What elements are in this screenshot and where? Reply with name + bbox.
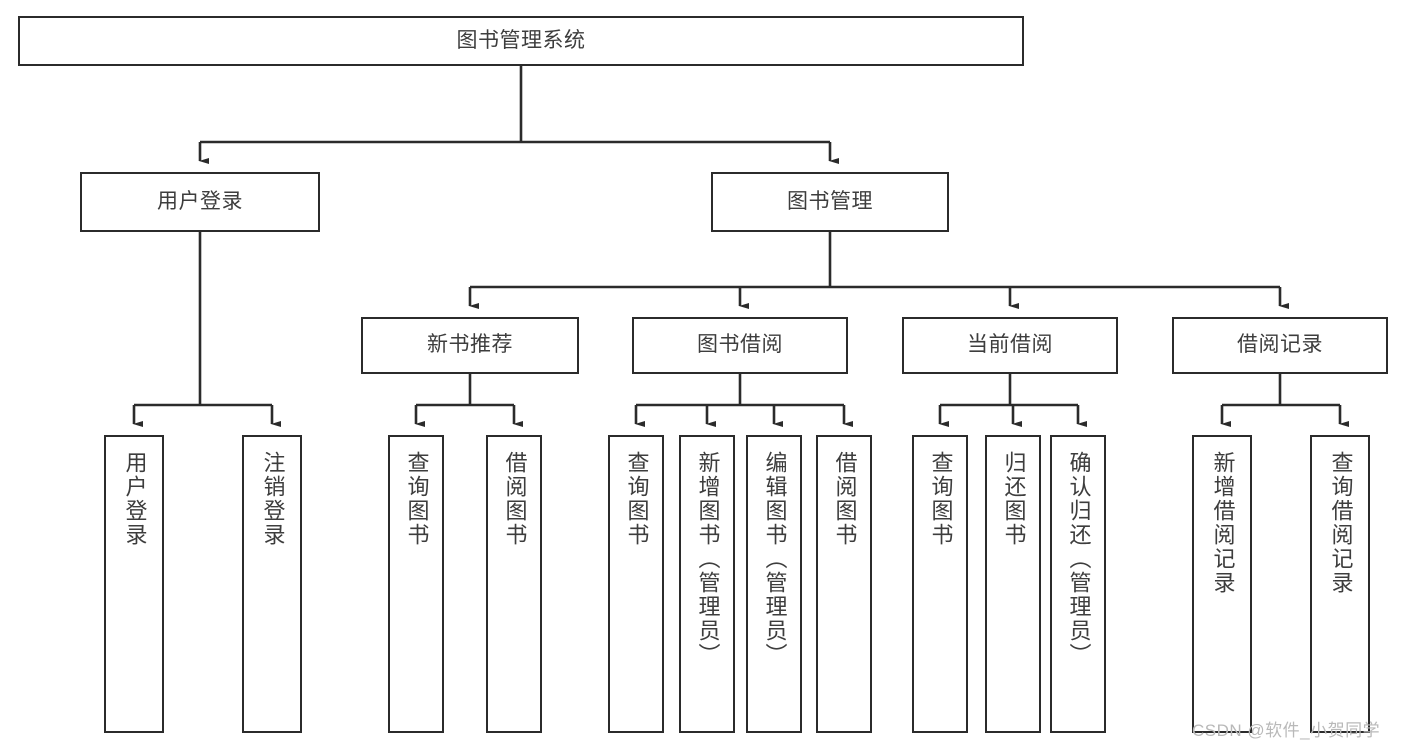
node-label: 图书管理 (787, 189, 873, 213)
node-current-borrow[interactable]: 当前借阅 (902, 317, 1118, 374)
node-label: 用户登录 (157, 189, 243, 213)
leaf-newbook-query-book[interactable]: 查询图书 (388, 435, 444, 733)
leaf-borrow-add-book-admin[interactable]: 新增图书（管理员） (679, 435, 735, 733)
leaf-current-confirm-return-admin[interactable]: 确认归还（管理员） (1050, 435, 1106, 733)
node-new-book-recommend[interactable]: 新书推荐 (361, 317, 579, 374)
node-label: 新增图书（管理员） (695, 451, 721, 667)
node-borrow-record[interactable]: 借阅记录 (1172, 317, 1388, 374)
leaf-current-return-book[interactable]: 归还图书 (985, 435, 1041, 733)
leaf-record-query-record[interactable]: 查询借阅记录 (1310, 435, 1370, 733)
node-user-login-module[interactable]: 用户登录 (80, 172, 320, 232)
node-label: 查询图书 (404, 451, 430, 547)
node-book-management-module[interactable]: 图书管理 (711, 172, 949, 232)
leaf-record-add-record[interactable]: 新增借阅记录 (1192, 435, 1252, 733)
node-label: 用户登录 (122, 451, 148, 547)
node-label: 编辑图书（管理员） (762, 451, 788, 667)
leaf-borrow-borrow-book[interactable]: 借阅图书 (816, 435, 872, 733)
leaf-borrow-edit-book-admin[interactable]: 编辑图书（管理员） (746, 435, 802, 733)
node-book-borrow[interactable]: 图书借阅 (632, 317, 848, 374)
node-label: 确认归还（管理员） (1066, 451, 1092, 667)
leaf-user-login[interactable]: 用户登录 (104, 435, 164, 733)
leaf-user-logout[interactable]: 注销登录 (242, 435, 302, 733)
node-label: 归还图书 (1001, 451, 1027, 547)
leaf-newbook-borrow-book[interactable]: 借阅图书 (486, 435, 542, 733)
leaf-current-query-book[interactable]: 查询图书 (912, 435, 968, 733)
node-label: 新书推荐 (427, 333, 513, 357)
leaf-borrow-query-book[interactable]: 查询图书 (608, 435, 664, 733)
node-label: 借阅图书 (502, 451, 528, 547)
node-label: 借阅图书 (832, 451, 858, 547)
node-label: 借阅记录 (1237, 333, 1323, 357)
node-label: 新增借阅记录 (1210, 451, 1236, 595)
node-root-system[interactable]: 图书管理系统 (18, 16, 1024, 66)
csdn-watermark: CSDN @软件_小贺同学 (1192, 721, 1381, 740)
node-label: 当前借阅 (967, 333, 1053, 357)
node-label: 查询借阅记录 (1328, 451, 1354, 595)
node-label: 注销登录 (260, 451, 286, 547)
node-label: 图书管理系统 (456, 28, 586, 52)
node-label: 查询图书 (928, 451, 954, 547)
node-label: 图书借阅 (697, 333, 783, 357)
node-label: 查询图书 (624, 451, 650, 547)
